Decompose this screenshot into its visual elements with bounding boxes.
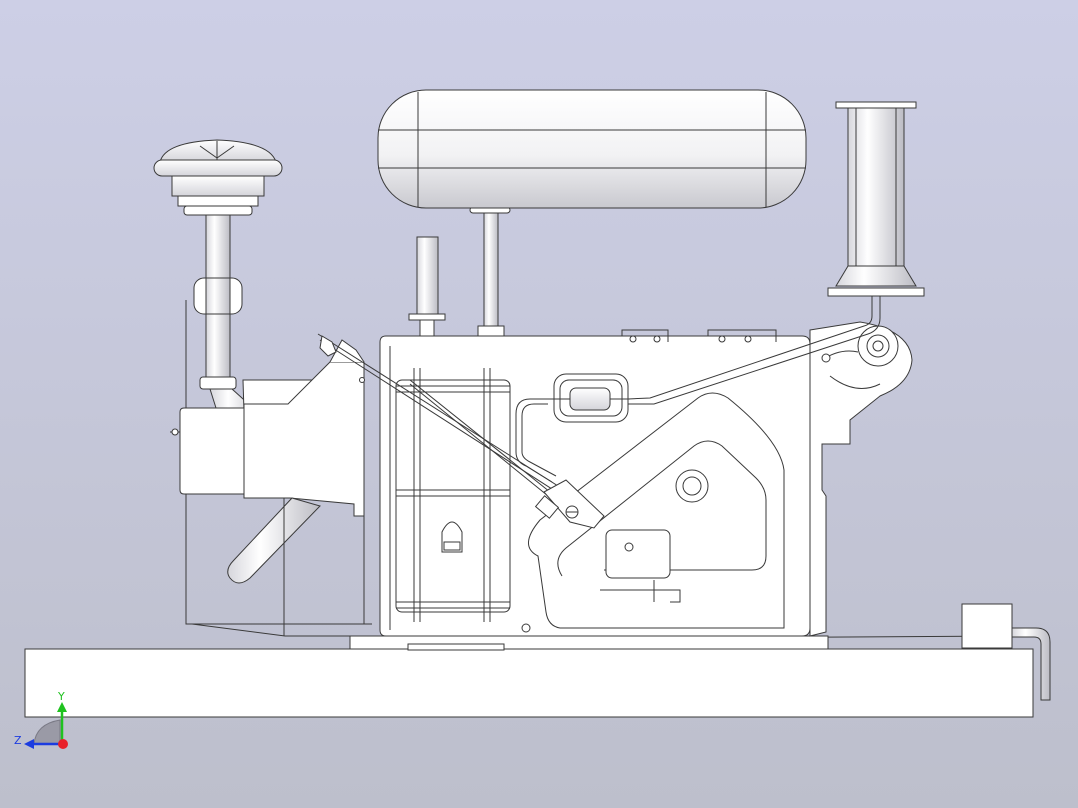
- drain-box[interactable]: [961, 603, 1013, 649]
- cover-boss-inner: [682, 476, 702, 496]
- side-cover-frame[interactable]: [395, 368, 511, 622]
- right-housing-curve: [829, 375, 881, 389]
- muffler-cone: [835, 265, 917, 287]
- air-filter-dome: [159, 139, 277, 163]
- tank-support-base: [477, 325, 505, 337]
- triad-x-axis: [58, 739, 68, 749]
- crankcase-tab: [707, 329, 777, 342]
- oil-filler-flange: [408, 313, 446, 321]
- tank-support-tube[interactable]: [483, 211, 499, 327]
- triad-y-label: Y: [57, 690, 65, 703]
- inspection-port-plug: [443, 541, 461, 551]
- crankcase-bolt: [744, 335, 752, 343]
- fuel-supply-line-2: [521, 403, 557, 477]
- governor-bolt: [624, 542, 634, 552]
- crankcase-foot: [407, 643, 505, 651]
- fuel-return-line[interactable]: [627, 296, 873, 400]
- air-filter[interactable]: [153, 139, 283, 216]
- piping[interactable]: [317, 296, 881, 517]
- control-rod[interactable]: [409, 379, 561, 501]
- fuel-tank[interactable]: [377, 89, 807, 209]
- triad-y-arrow: [57, 702, 67, 712]
- fuel-filter-bowl: [569, 387, 611, 411]
- injector-bolt: [359, 377, 365, 383]
- frame-line-bottom: [191, 623, 372, 637]
- housing-bolt-head: [171, 428, 179, 436]
- injector-assembly[interactable]: [319, 335, 605, 529]
- fuel-supply-line[interactable]: [515, 398, 553, 483]
- control-rod-2: [409, 383, 559, 505]
- air-filter-rib: [199, 145, 218, 159]
- governor-block[interactable]: [605, 529, 671, 579]
- air-filter-body: [171, 175, 265, 197]
- injector-body[interactable]: [543, 479, 605, 529]
- coordinate-triad: Y Z: [14, 690, 68, 749]
- drain-plug[interactable]: [521, 623, 531, 633]
- muffler-top-flange: [835, 101, 917, 109]
- governor-lever[interactable]: [600, 589, 681, 603]
- engine-assembly[interactable]: [24, 89, 1051, 718]
- crankcase-bolt: [718, 335, 726, 343]
- crankcase-bolt: [653, 335, 661, 343]
- crankcase-tab: [621, 329, 669, 342]
- triad-arc: [33, 719, 61, 745]
- drain-pipe[interactable]: [1011, 627, 1051, 701]
- air-filter-rim: [153, 159, 283, 177]
- right-housing-bolt: [821, 353, 831, 363]
- flywheel-cover-inner: [557, 440, 767, 577]
- intake-tube-segment: [205, 277, 231, 315]
- starter-handle[interactable]: [227, 497, 321, 584]
- starter-housing[interactable]: [243, 361, 365, 517]
- oil-filler-tube[interactable]: [416, 236, 439, 318]
- triad-z-arrow: [24, 739, 34, 749]
- fuel-return-line-2: [628, 296, 881, 405]
- air-filter-base: [183, 205, 253, 216]
- air-filter-rib: [216, 145, 235, 159]
- base-skid[interactable]: [24, 648, 1034, 718]
- pulley-hub: [872, 340, 884, 352]
- crankcase-bolt: [629, 335, 637, 343]
- nozzle-tip: [319, 335, 337, 357]
- injector-nut: [534, 495, 560, 519]
- intake-flange: [199, 376, 237, 390]
- throttle-cable-2: [319, 339, 595, 517]
- exhaust-muffler[interactable]: [827, 101, 925, 297]
- flywheel-cover[interactable]: [528, 392, 785, 629]
- muffler-base: [827, 287, 925, 297]
- triad-z-label: Z: [14, 734, 22, 747]
- oil-filler-neck: [419, 319, 435, 337]
- left-housing[interactable]: [179, 407, 245, 495]
- air-filter-collar: [177, 195, 259, 207]
